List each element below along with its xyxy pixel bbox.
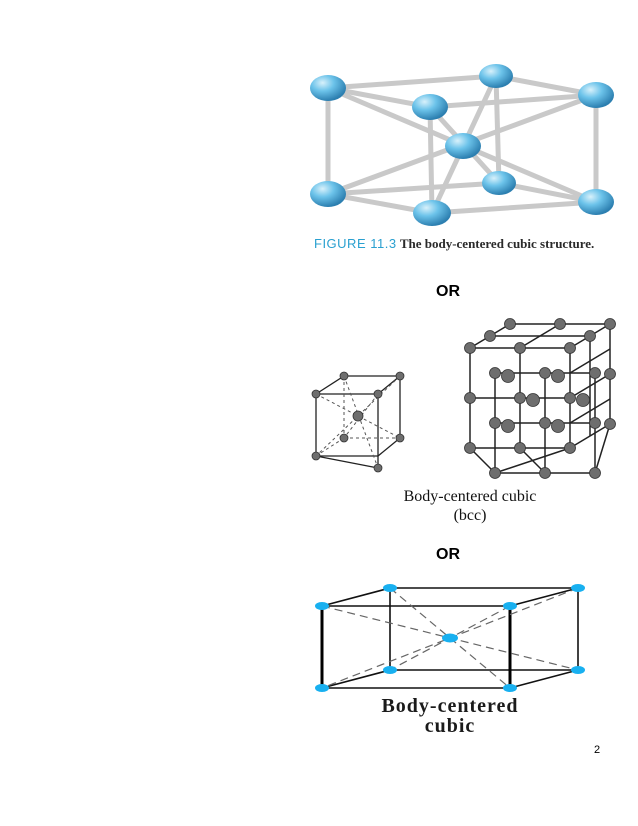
bcc-lattice-figure: [460, 318, 630, 484]
figure-number: FIGURE 11.3: [314, 236, 397, 251]
bcc-dot-figure: [308, 580, 592, 694]
bcc-3d-ball-figure: [308, 62, 626, 234]
bcc-unit-cell-figure: [308, 370, 414, 474]
page-number: 2: [594, 744, 601, 756]
caption-line: (bcc): [453, 507, 487, 524]
caption-line: cubic: [424, 715, 476, 737]
figure-caption: FIGURE 11.3 The body-centered cubic stru…: [314, 236, 634, 251]
or-separator: OR: [436, 283, 460, 300]
or-separator: OR: [436, 546, 460, 563]
figure-title: The body-centered cubic structure.: [399, 236, 595, 251]
caption-line: Body-centered cubic: [403, 488, 537, 505]
caption-line: Body-centered: [381, 695, 519, 717]
figure-caption: Body-centered cubic: [310, 696, 590, 736]
figure-caption: Body-centered cubic (bcc): [360, 487, 580, 525]
